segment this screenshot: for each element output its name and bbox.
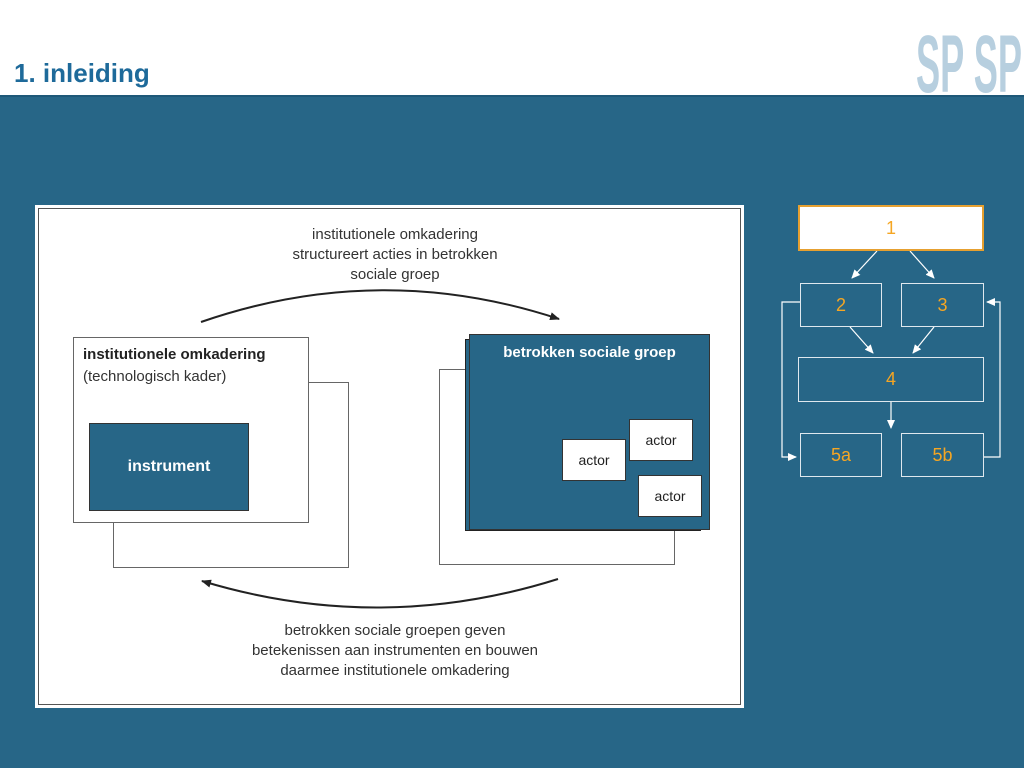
bottom-caption: betrokken sociale groepen geven betekeni… xyxy=(185,621,605,681)
header-bar: 1. inleiding SP SP xyxy=(0,0,1024,97)
institutional-frame-title: institutionele omkadering xyxy=(83,346,266,363)
diagram-frame xyxy=(38,208,741,705)
top-caption-line: sociale groep xyxy=(350,266,440,283)
flow-step-1: 1 xyxy=(798,205,984,251)
diagram-panel: institutionele omkadering structureert a… xyxy=(35,205,744,708)
top-caption: institutionele omkadering structureert a… xyxy=(225,225,565,285)
loop-5b-to-3 xyxy=(984,298,1001,458)
actor-box: actor xyxy=(562,439,626,481)
social-group-title: betrokken sociale groep xyxy=(503,344,676,361)
actor-box: actor xyxy=(638,475,702,517)
logo-text: SP SP xyxy=(916,19,1022,95)
flow-step-3: 3 xyxy=(901,283,984,327)
institutional-frame-subtitle: (technologisch kader) xyxy=(83,368,227,385)
flow-step-5a: 5a xyxy=(800,433,882,477)
arrow-3-to-4 xyxy=(912,326,935,354)
bottom-caption-line: betrokken sociale groepen geven xyxy=(284,622,506,639)
arrow-1-to-3 xyxy=(909,250,935,279)
slide-title: 1. inleiding xyxy=(14,58,150,88)
sp-logo: SP SP xyxy=(916,19,1022,95)
actor-box: actor xyxy=(629,419,693,461)
flow-step-2: 2 xyxy=(800,283,882,327)
bottom-caption-line: betekenissen aan instrumenten en bouwen xyxy=(251,642,539,659)
bottom-caption-line: daarmee institutionele omkadering xyxy=(280,662,510,679)
flow-step-5b: 5b xyxy=(901,433,984,477)
flow-step-4: 4 xyxy=(798,357,984,402)
top-caption-line: structureert acties in betrokken xyxy=(292,246,498,263)
instrument-box: instrument xyxy=(89,423,249,511)
top-caption-line: institutionele omkadering xyxy=(312,226,478,243)
arrow-2-to-4 xyxy=(849,326,874,354)
arrow-1-to-2 xyxy=(851,250,878,279)
